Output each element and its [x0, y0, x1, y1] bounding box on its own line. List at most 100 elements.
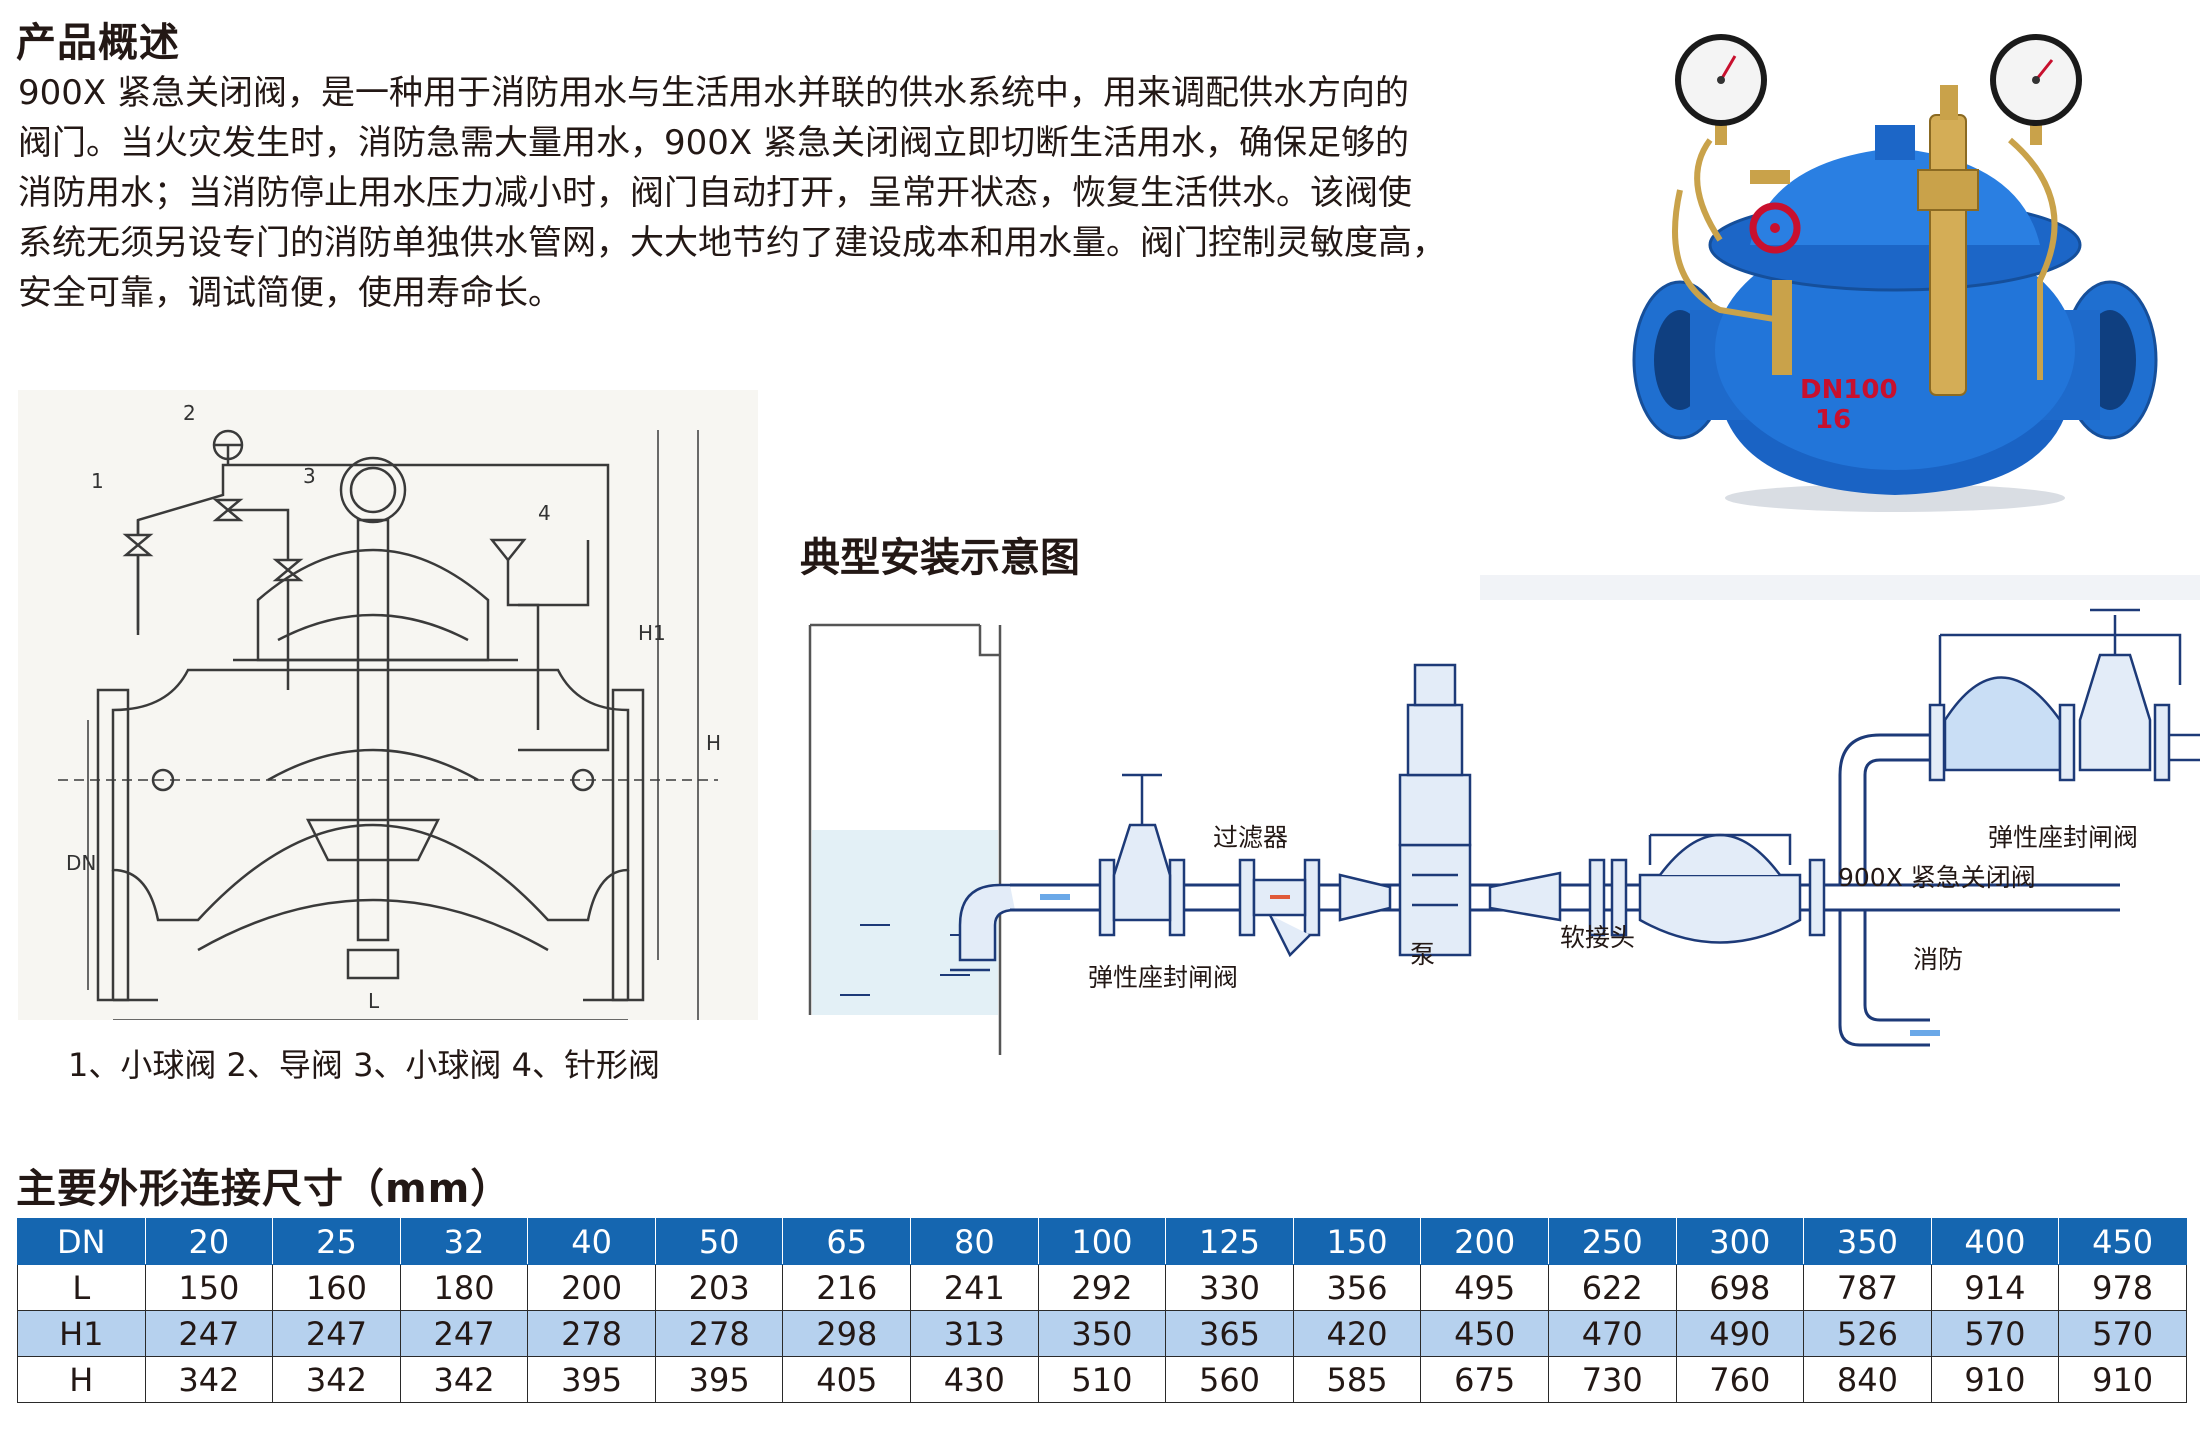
overview-line: 900X 紧急关闭阀，是一种用于消防用水与生活用水并联的供水系统中，用来调配供水… — [18, 73, 1409, 113]
table-cell: 342 — [399, 1356, 529, 1403]
header-cell: 80 — [910, 1218, 1039, 1265]
label-flex-joint: 软接头 — [1560, 923, 1636, 952]
install-title: 典型安装示意图 — [800, 535, 1080, 581]
table-cell: 298 — [782, 1310, 912, 1357]
table-cell: 241 — [910, 1264, 1039, 1311]
table-cell: 622 — [1547, 1264, 1677, 1311]
dim-l-label: L — [368, 989, 380, 1013]
nameplate-text: DN100 — [1800, 375, 1898, 405]
header-cell: 450 — [2058, 1218, 2187, 1265]
overview-title: 产品概述 — [16, 20, 180, 66]
pressure-gauge-left-icon — [1675, 34, 1767, 145]
table-cell: 430 — [910, 1356, 1039, 1403]
table-cell: 365 — [1165, 1310, 1294, 1357]
table-cell: 787 — [1803, 1264, 1932, 1311]
label-fire: 消防 — [1913, 945, 1964, 974]
product-photo: DN100 16 — [1632, 34, 2158, 512]
table-cell: 450 — [1420, 1310, 1549, 1357]
table-cell: 675 — [1420, 1356, 1549, 1403]
table-cell: 342 — [144, 1356, 274, 1403]
table-cell: 292 — [1037, 1264, 1167, 1311]
table-cell: 560 — [1165, 1356, 1294, 1403]
dim-h-label: H — [706, 731, 721, 755]
table-cell: 247 — [399, 1310, 529, 1357]
table-cell: 570 — [2058, 1310, 2187, 1357]
table-cell: 490 — [1675, 1310, 1805, 1357]
dimensions-title: 主要外形连接尺寸（mm） — [16, 1166, 512, 1212]
upper-valve-group-icon — [1928, 608, 2200, 782]
table-header-row: DN 20 25 32 40 50 65 80 100 125 150 200 … — [17, 1218, 2187, 1265]
table-cell: 313 — [910, 1310, 1039, 1357]
table-cell: 180 — [399, 1264, 529, 1311]
table-cell: 910 — [1930, 1356, 2060, 1403]
table-cell: 247 — [272, 1310, 401, 1357]
header-cell: 250 — [1547, 1218, 1677, 1265]
section-caption: 1、小球阀 2、导阀 3、小球阀 4、针形阀 — [68, 1046, 660, 1084]
table-cell: 203 — [654, 1264, 784, 1311]
cross-section-drawing: 1 2 3 4 DN H1 H L — [18, 390, 758, 1020]
table-row: L 150 160 180 200 203 216 241 292 330 35… — [17, 1264, 2187, 1311]
overview-line: 安全可靠，调试简便，使用寿命长。 — [18, 273, 562, 313]
table-cell: 510 — [1037, 1356, 1167, 1403]
filter-icon — [1238, 858, 1321, 958]
overview-paragraph: 900X 紧急关闭阀，是一种用于消防用水与生活用水并联的供水系统中，用来调配供水… — [18, 68, 1518, 318]
header-cell: DN — [17, 1218, 146, 1265]
table-cell: 395 — [654, 1356, 784, 1403]
header-cell: 20 — [144, 1218, 274, 1265]
table-cell: 470 — [1547, 1310, 1677, 1357]
table-cell: 356 — [1292, 1264, 1422, 1311]
label-valve-900x: 900X 紧急关闭阀 — [1838, 863, 2036, 892]
table-cell: 526 — [1803, 1310, 1932, 1357]
table-cell: 760 — [1675, 1356, 1805, 1403]
dim-h1-label: H1 — [638, 621, 666, 645]
dimensions-table: DN 20 25 32 40 50 65 80 100 125 150 200 … — [17, 1218, 2187, 1403]
flex-joint-icon — [1588, 858, 1628, 937]
header-cell: 100 — [1037, 1218, 1167, 1265]
callout-3: 3 — [303, 464, 316, 488]
table-row: H1 247 247 247 278 278 298 313 350 365 4… — [17, 1310, 2187, 1357]
overview-line: 阀门。当火灾发生时，消防急需大量用水，900X 紧急关闭阀立即切断生活用水，确保… — [18, 123, 1409, 163]
callout-2: 2 — [183, 401, 196, 425]
table-cell: 278 — [654, 1310, 784, 1357]
table-cell: H1 — [17, 1310, 146, 1357]
table-cell: 395 — [527, 1356, 656, 1403]
pump-icon — [1398, 663, 1472, 957]
nameplate-mark: 16 — [1815, 405, 1851, 435]
table-cell: 216 — [782, 1264, 912, 1311]
table-cell: 420 — [1292, 1310, 1422, 1357]
table-cell: 910 — [2058, 1356, 2187, 1403]
header-cell: 150 — [1292, 1218, 1422, 1265]
table-cell: 200 — [527, 1264, 656, 1311]
overview-line: 消防用水；当消防停止用水压力减小时，阀门自动打开，呈常开状态，恢复生活供水。该阀… — [18, 173, 1412, 213]
gate-valve-1-icon — [1098, 773, 1186, 937]
table-cell: 698 — [1675, 1264, 1805, 1311]
dim-dn-label: DN — [66, 851, 96, 875]
table-cell: H — [17, 1356, 146, 1403]
table-cell: 978 — [2058, 1264, 2187, 1311]
callout-1: 1 — [91, 469, 104, 493]
label-gate-valve-2: 弹性座封闸阀 — [1988, 823, 2139, 852]
header-cell: 300 — [1675, 1218, 1805, 1265]
pressure-gauge-right-icon — [1990, 34, 2082, 145]
table-cell: L — [17, 1264, 146, 1311]
valve-900x-icon — [1638, 833, 1802, 944]
table-cell: 840 — [1803, 1356, 1932, 1403]
header-cell: 25 — [272, 1218, 401, 1265]
table-cell: 247 — [144, 1310, 274, 1357]
table-row: H 342 342 342 395 395 405 430 510 560 58… — [17, 1356, 2187, 1403]
label-pump: 泵 — [1410, 940, 1436, 969]
header-cell: 125 — [1165, 1218, 1294, 1265]
header-cell: 50 — [654, 1218, 784, 1265]
label-gate-valve-1: 弹性座封闸阀 — [1088, 963, 1239, 992]
table-cell: 278 — [527, 1310, 656, 1357]
table-cell: 150 — [144, 1264, 274, 1311]
table-cell: 730 — [1547, 1356, 1677, 1403]
header-cell: 32 — [399, 1218, 529, 1265]
header-cell: 65 — [782, 1218, 912, 1265]
table-cell: 914 — [1930, 1264, 2060, 1311]
table-cell: 160 — [272, 1264, 401, 1311]
table-cell: 495 — [1420, 1264, 1549, 1311]
header-cell: 40 — [527, 1218, 656, 1265]
table-cell: 330 — [1165, 1264, 1294, 1311]
install-diagram — [808, 575, 2200, 1055]
